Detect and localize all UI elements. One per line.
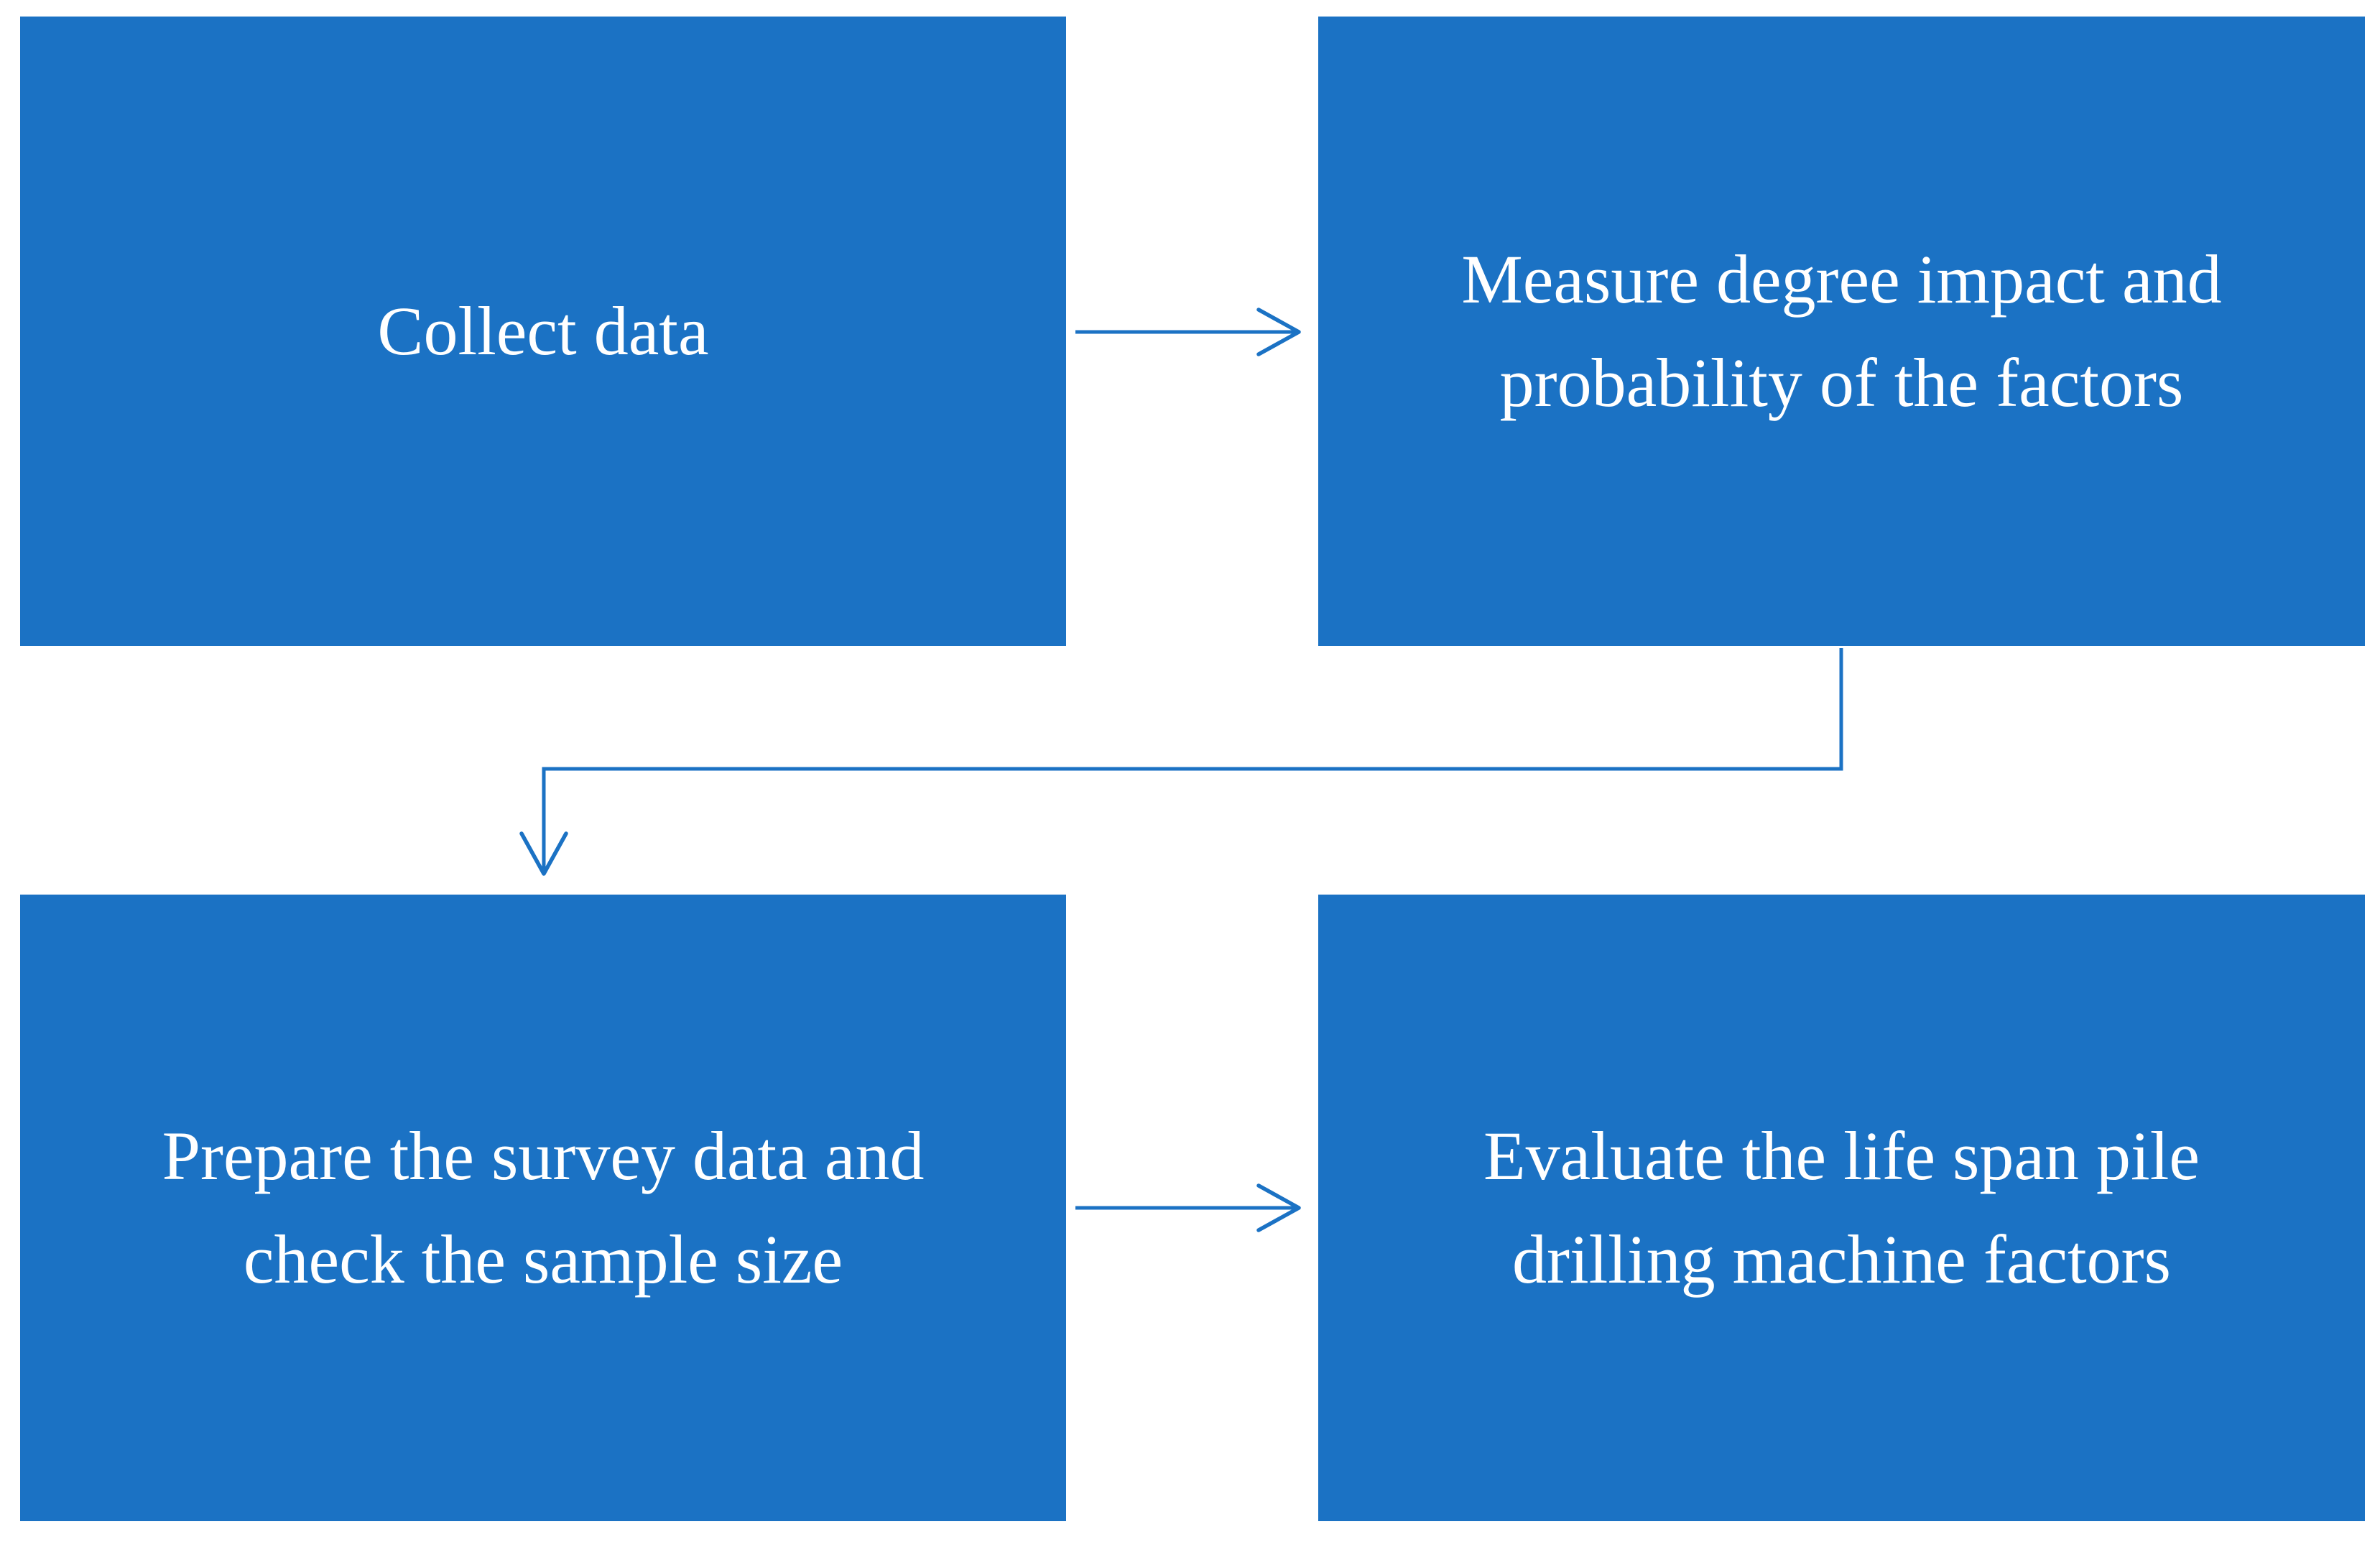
flow-box-label: Collect data [377,292,709,369]
arrowhead-down-icon [519,831,568,876]
flow-box-prepare-survey-data: Prepare the survey data and check the sa… [20,895,1066,1521]
flow-box-evaluate-lifespan: Evaluate the life span pile drilling mac… [1318,895,2365,1521]
flow-box-label: Evaluate the life span pile drilling mac… [1483,1117,2200,1298]
connector-elbow-down-left [519,648,1843,876]
flow-box-label: Prepare the survey data and check the sa… [162,1117,925,1298]
flow-box-label: Measure degree impact and probability of… [1461,241,2222,421]
flow-box-collect-data: Collect data [20,17,1066,646]
connector-arrow-right-bottom [1075,1183,1301,1232]
connector-arrow-right-top [1075,308,1301,356]
flow-box-measure-degree-impact: Measure degree impact and probability of… [1318,17,2365,646]
arrowhead-right-icon [1256,1183,1301,1232]
arrowhead-right-icon [1256,308,1301,356]
connector-elbow-line [542,648,1843,869]
